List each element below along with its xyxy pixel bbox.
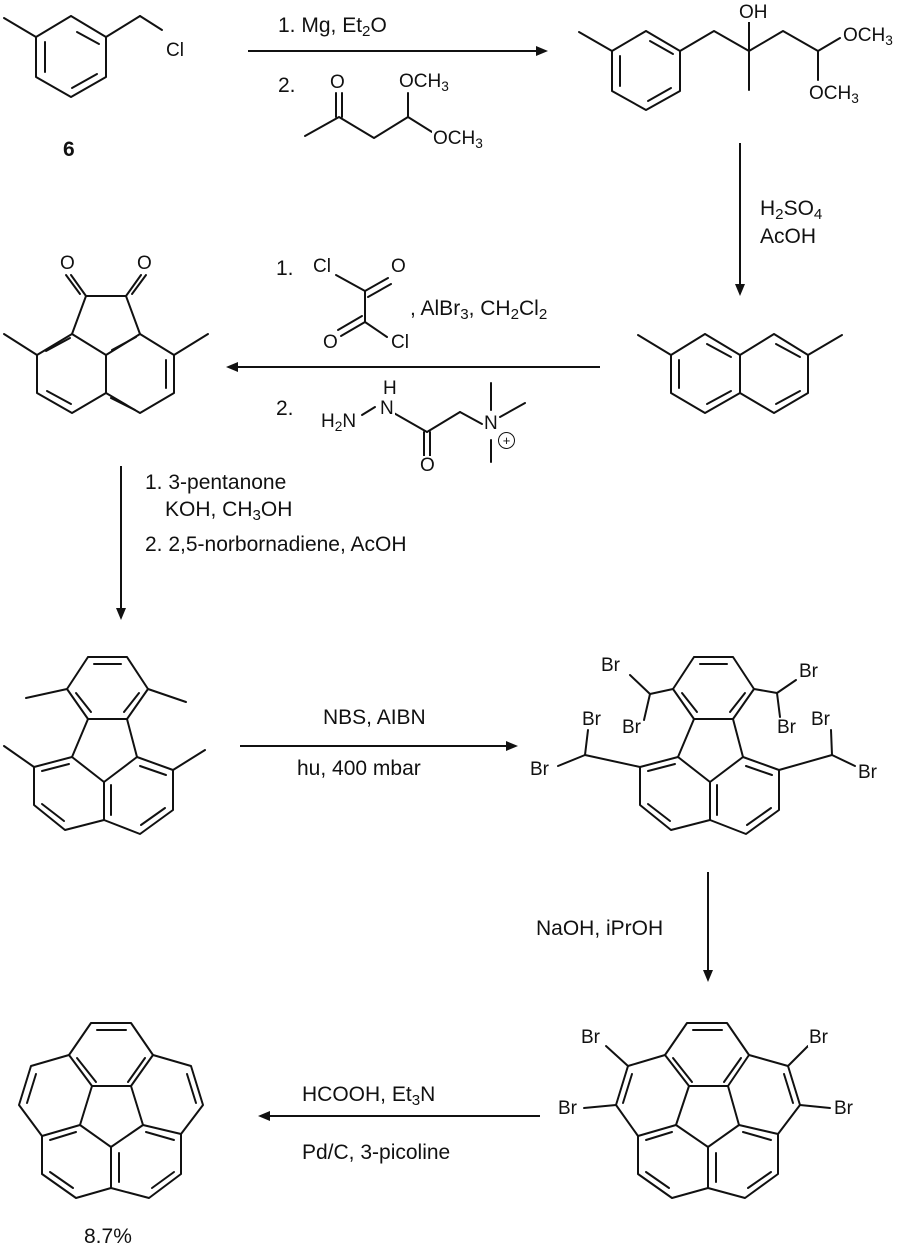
compound-number-6: 6 — [63, 138, 75, 161]
girard-h2n-text: H — [321, 411, 335, 432]
step1-condition-1-sub: 2 — [362, 23, 371, 41]
bromine-label: Br — [621, 717, 642, 738]
step3-number-1: 1. — [276, 257, 294, 280]
step4-condition-2-text: KOH, CH — [165, 498, 253, 521]
reagent-oxalyl-chloride — [335, 274, 392, 338]
step3-condition-1-mid: , CH — [468, 297, 511, 320]
bromine-label: Br — [798, 661, 819, 682]
step2-condition-1-sub2: 4 — [813, 206, 823, 224]
step7-condition-1-tail: N — [420, 1083, 436, 1106]
reagent-methoxy-2-text: OCH — [433, 128, 476, 149]
step3-condition-1-text: , AlBr — [410, 297, 461, 320]
diketone-oxygen-1: O — [59, 253, 76, 274]
bromine-label: Br — [833, 1098, 854, 1119]
step1-condition-1-text: 1. Mg, Et — [278, 14, 363, 37]
diketone-structure — [3, 274, 209, 414]
bromine-label: Br — [529, 759, 550, 780]
atom-oh: OH — [738, 2, 769, 23]
step3-condition-1: , AlBr3, CH2Cl2 — [410, 297, 547, 322]
girard-h: H — [382, 378, 398, 399]
step7-condition-1-text: HCOOH, Et — [302, 1083, 412, 1106]
step2-condition-1-sub1: 2 — [775, 206, 784, 224]
reagent-methoxy-1: OCH3 — [398, 71, 450, 94]
step7-condition-1-sub: 3 — [411, 1092, 421, 1110]
arrow-step1 — [248, 46, 548, 56]
step4-condition-2-sub: 3 — [252, 507, 261, 525]
tertiary-alcohol-structure — [578, 21, 841, 111]
bromine-label: Br — [557, 1098, 578, 1119]
oxalyl-cl-1: Cl — [312, 256, 332, 277]
bromine-label: Br — [810, 709, 831, 730]
step7-condition-2: Pd/C, 3-picoline — [302, 1141, 451, 1164]
oxalyl-cl-2: Cl — [390, 332, 410, 353]
atom-methoxy-2-text: OCH — [809, 83, 852, 104]
reagent-dimethoxybutanone — [304, 92, 433, 139]
oxalyl-o-2: O — [322, 332, 339, 353]
tetrabromocorannulene-structure — [583, 1022, 831, 1199]
reagent-methoxy-2: OCH3 — [432, 128, 484, 151]
reagent-methoxy-1-sub: 3 — [441, 78, 449, 94]
arrow-step4 — [116, 466, 126, 620]
arrow-step5 — [240, 741, 518, 751]
arrow-step6 — [703, 872, 713, 982]
bromine-label: Br — [808, 1027, 829, 1048]
reagent-methoxy-2-sub: 3 — [475, 135, 483, 151]
girard-h2n-tail: N — [342, 411, 357, 432]
step3-condition-1-mid2: Cl — [519, 297, 539, 320]
step4-condition-2-tail: OH — [260, 498, 293, 521]
step3-condition-1-sub3: 2 — [538, 306, 548, 324]
step2-condition-2: AcOH — [760, 225, 817, 248]
atom-methoxy-2-sub: 3 — [851, 90, 859, 106]
bromine-label: Br — [776, 717, 797, 738]
arrow-step7 — [258, 1111, 540, 1121]
atom-cl: Cl — [165, 40, 185, 61]
step5-condition-1: NBS, AIBN — [323, 706, 426, 729]
step4-condition-3: 2. 2,5-norbornadiene, AcOH — [145, 533, 407, 556]
step1-condition-1-tail: O — [370, 14, 387, 37]
bromine-label: Br — [580, 1027, 601, 1048]
atom-methoxy-1-text: OCH — [843, 25, 886, 46]
girard-n: N — [379, 398, 395, 419]
reagent-methoxy-1-text: OCH — [399, 71, 442, 92]
bromine-label: Br — [581, 709, 602, 730]
bromine-label: Br — [600, 655, 621, 676]
diketone-oxygen-2: O — [136, 253, 153, 274]
reagent-oxygen: O — [329, 72, 346, 93]
step6-condition-1: NaOH, iPrOH — [536, 917, 664, 940]
step3-condition-1-sub2: 2 — [510, 306, 519, 324]
step4-condition-2: KOH, CH3OH — [165, 498, 293, 523]
bromine-label: Br — [857, 762, 878, 783]
girard-h2n-sub: 2 — [334, 418, 343, 434]
dimethylnaphthalene-structure — [637, 333, 843, 414]
arrow-step3 — [226, 362, 600, 372]
step7-condition-1: HCOOH, Et3N — [302, 1083, 436, 1108]
compound-6-structure — [3, 15, 163, 98]
tetramethylfluoranthene-structure — [3, 656, 206, 835]
step3-number-2: 2. — [276, 397, 294, 420]
reagent-girard-t — [361, 382, 526, 463]
step5-condition-2: hu, 400 mbar — [297, 757, 421, 780]
positive-charge-icon: + — [498, 432, 515, 449]
oxalyl-o-1: O — [390, 256, 407, 277]
atom-methoxy-1: OCH3 — [842, 25, 894, 48]
girard-h2n: H2N — [320, 411, 358, 434]
arrow-step2 — [735, 143, 745, 296]
step1-condition-1: 1. Mg, Et2O — [278, 14, 387, 39]
atom-methoxy-2: OCH3 — [808, 83, 860, 106]
girard-o: O — [419, 455, 436, 476]
octabromide-structure — [557, 656, 856, 835]
step2-condition-1-mid: SO — [783, 197, 814, 220]
corannulene-structure — [18, 1022, 204, 1199]
atom-methoxy-1-sub: 3 — [885, 32, 893, 48]
step2-condition-1: H2SO4 — [760, 197, 822, 222]
step4-condition-1: 1. 3-pentanone — [145, 471, 287, 494]
girard-n-plus: N — [483, 413, 499, 434]
step1-number-2: 2. — [278, 74, 296, 97]
corannulene-yield: 8.7% — [84, 1225, 132, 1248]
step3-condition-1-sub1: 3 — [460, 306, 469, 324]
step2-condition-1-text: H — [760, 197, 776, 220]
